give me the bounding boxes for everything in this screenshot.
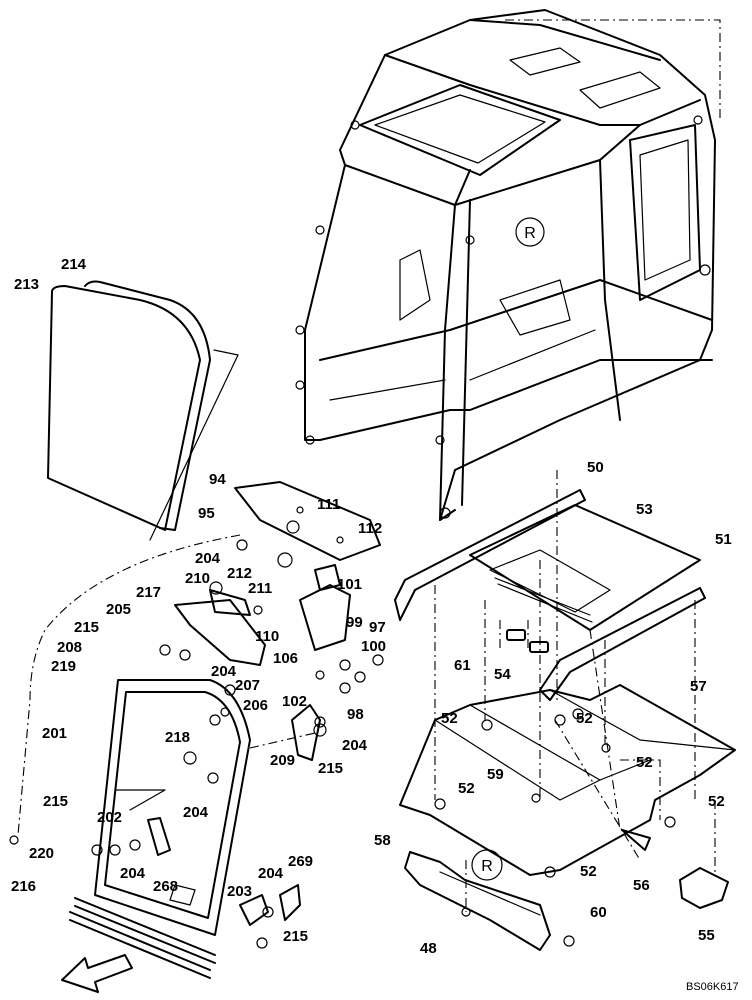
roof-liner — [469, 504, 701, 631]
hinge-plate — [234, 481, 381, 561]
label-95: 95 — [198, 505, 215, 522]
label-215: 215 — [43, 793, 68, 810]
label-51: 51 — [715, 531, 732, 548]
label-216: 216 — [11, 878, 36, 895]
label-268: 268 — [153, 878, 178, 895]
label-202: 202 — [97, 809, 122, 826]
assembly-lines — [434, 19, 721, 912]
label-212: 212 — [227, 565, 252, 582]
label-99: 99 — [346, 614, 363, 631]
hinge-arm — [174, 589, 266, 666]
label-201: 201 — [42, 725, 67, 742]
part-labels: 213 214 94 95 111 112 204 212 210 211 21… — [11, 256, 739, 993]
label-61: 61 — [454, 657, 471, 674]
pads — [506, 629, 549, 653]
label-207: 207 — [235, 677, 260, 694]
front-direction-arrow — [61, 954, 133, 993]
latch-striker — [291, 704, 321, 761]
label-210: 210 — [185, 570, 210, 587]
label-52: 52 — [576, 710, 593, 727]
clip — [621, 829, 651, 851]
label-110: 110 — [255, 628, 279, 645]
drawing-code: BS06K617 — [686, 981, 739, 993]
label-204: 204 — [342, 737, 368, 754]
label-204: 204 — [120, 865, 146, 882]
floor-bracket — [404, 851, 551, 951]
label-57: 57 — [690, 678, 707, 695]
hinge-axis-line — [249, 732, 316, 749]
label-94: 94 — [209, 471, 226, 488]
label-100: 100 — [361, 638, 386, 655]
label-203: 203 — [227, 883, 252, 900]
label-101: 101 — [337, 576, 362, 593]
label-215: 215 — [318, 760, 343, 777]
label-59: 59 — [487, 766, 504, 783]
lower-latch — [239, 884, 301, 926]
guide-rail-right — [539, 587, 706, 701]
label-204: 204 — [211, 663, 237, 680]
label-52: 52 — [708, 793, 725, 810]
label-204: 204 — [183, 804, 209, 821]
floor-frame — [399, 684, 736, 876]
svg-text:R: R — [481, 858, 493, 875]
label-102: 102 — [282, 693, 307, 710]
label-112: 112 — [358, 520, 382, 537]
label-204: 204 — [195, 550, 221, 567]
label-56: 56 — [633, 877, 650, 894]
door-rails — [69, 897, 216, 979]
label-219: 219 — [51, 658, 76, 675]
cab-frame — [295, 9, 716, 521]
label-213: 213 — [14, 276, 39, 293]
label-217: 217 — [136, 584, 161, 601]
label-52: 52 — [458, 780, 475, 797]
label-52: 52 — [636, 754, 653, 771]
label-97: 97 — [369, 619, 386, 636]
label-269: 269 — [288, 853, 313, 870]
door-assembly — [94, 679, 251, 936]
label-48: 48 — [420, 940, 437, 957]
connector-block — [679, 867, 729, 909]
label-53: 53 — [636, 501, 653, 518]
label-214: 214 — [61, 256, 87, 273]
label-54: 54 — [494, 666, 511, 683]
door-handle — [147, 817, 171, 856]
fasteners — [91, 520, 384, 949]
label-50: 50 — [587, 459, 604, 476]
door-lock-bracket — [299, 564, 351, 651]
label-215: 215 — [283, 928, 308, 945]
label-111: 111 — [317, 496, 340, 513]
label-98: 98 — [347, 706, 364, 723]
label-205: 205 — [106, 601, 131, 618]
label-208: 208 — [57, 639, 82, 656]
reference-mark-top: R — [515, 217, 545, 247]
label-206: 206 — [243, 697, 268, 714]
label-52: 52 — [441, 710, 458, 727]
label-55: 55 — [698, 927, 715, 944]
window-glass-panel — [47, 280, 239, 541]
label-209: 209 — [270, 752, 295, 769]
svg-text:R: R — [524, 225, 536, 242]
guide-rail-left — [394, 489, 586, 621]
label-58: 58 — [374, 832, 391, 849]
cable-route — [17, 534, 241, 836]
label-211: 211 — [248, 580, 272, 597]
label-218: 218 — [165, 729, 190, 746]
label-106: 106 — [273, 650, 298, 667]
label-52: 52 — [580, 863, 597, 880]
label-60: 60 — [590, 904, 607, 921]
label-204: 204 — [258, 865, 284, 882]
label-220: 220 — [29, 845, 54, 862]
label-215: 215 — [74, 619, 99, 636]
